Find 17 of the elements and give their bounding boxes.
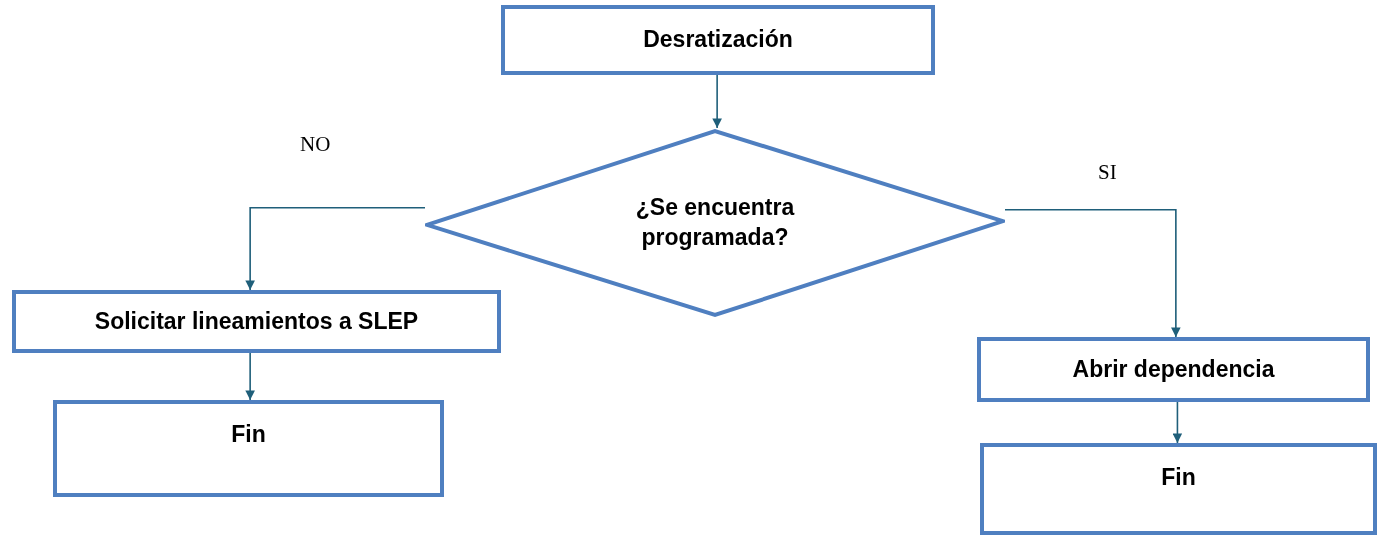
node-text: Fin xyxy=(1161,463,1196,492)
arrow xyxy=(1172,401,1183,444)
process-box xyxy=(53,400,444,497)
process-box xyxy=(980,443,1377,535)
arrow xyxy=(245,352,255,401)
process-box xyxy=(12,290,501,353)
arrow xyxy=(245,207,426,291)
arrow xyxy=(712,74,722,129)
arrow xyxy=(1004,208,1181,338)
process-box xyxy=(501,5,935,75)
node-text: Solicitar lineamientos a SLEP xyxy=(94,306,419,336)
node-text: Abrir dependencia xyxy=(1072,354,1275,384)
decision-diamond xyxy=(425,128,1005,318)
node-text: Desratización xyxy=(643,25,793,55)
node-text: Fin xyxy=(231,420,266,449)
node-text: ¿Se encuentra programada? xyxy=(634,193,796,252)
process-box xyxy=(977,337,1370,402)
